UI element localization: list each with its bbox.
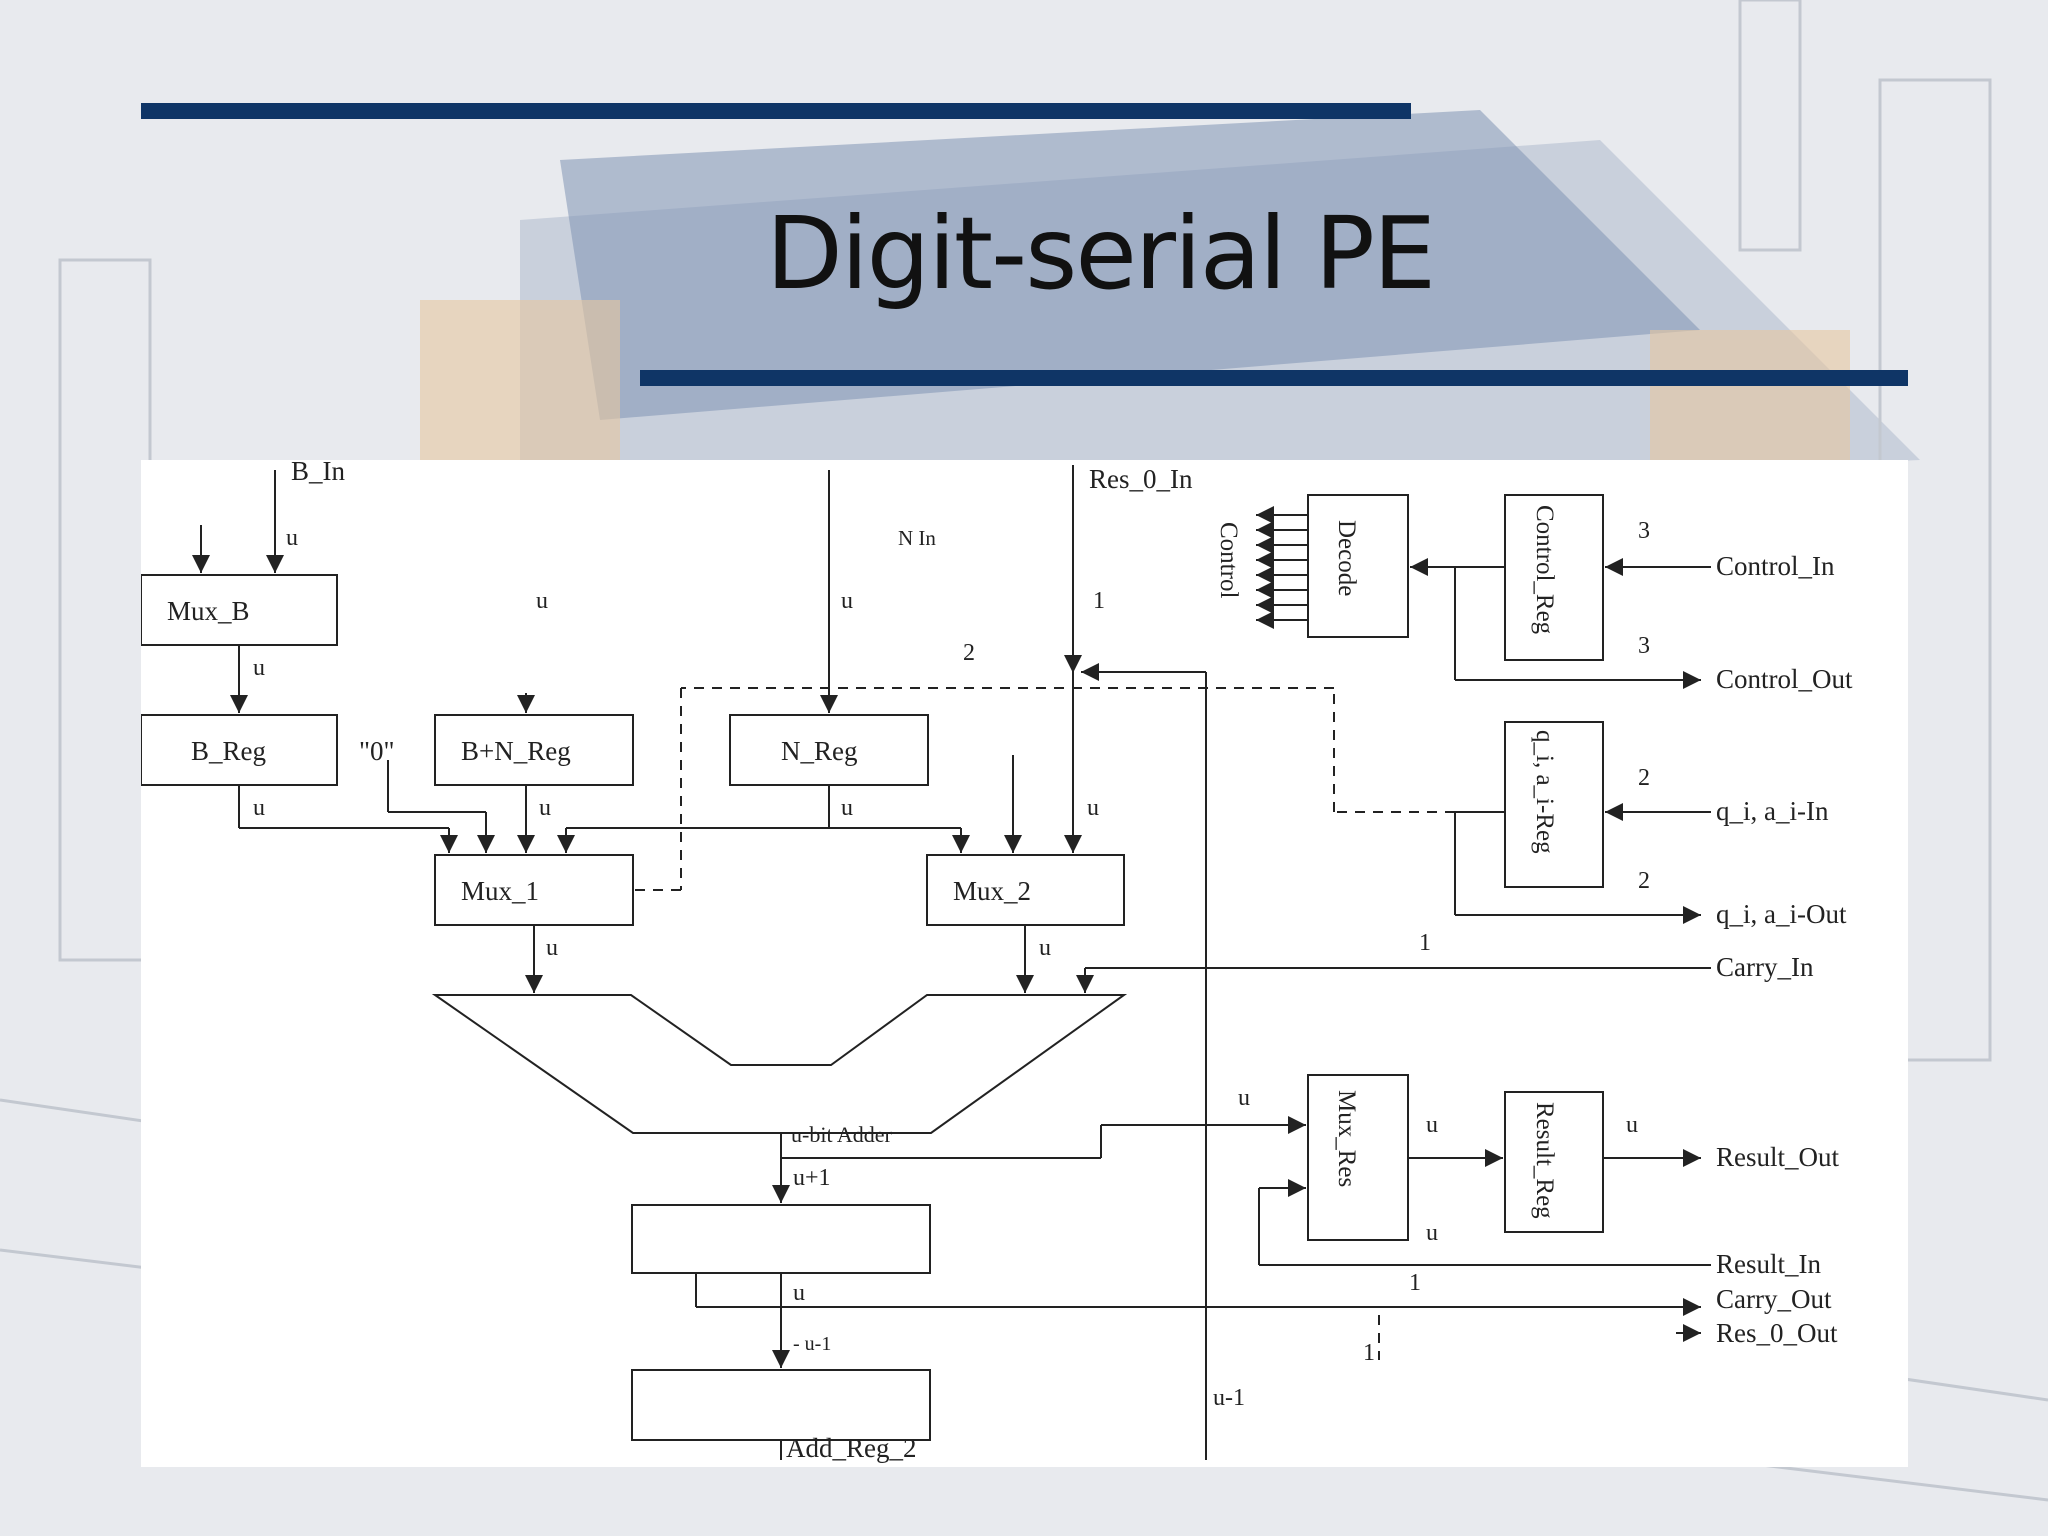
qa-reg-block	[1504, 721, 1604, 888]
width-one: 1	[1363, 1340, 1375, 1366]
b-in-label: B_In	[291, 460, 346, 486]
width-u-minus-1-b: u-1	[1213, 1385, 1245, 1411]
zero-constant-label: "0"	[359, 736, 395, 766]
block-diagram-canvas: Mux_B B_Reg B+N_Reg N_Reg Mux_1 Mux_2 Ad…	[140, 456, 1853, 1463]
control-out-label: Control_Out	[1716, 664, 1853, 694]
adder-shape	[431, 994, 1128, 1134]
top-accent-bar	[141, 103, 1411, 119]
width-u: u	[539, 795, 551, 821]
mux-b-label: Mux_B	[167, 596, 250, 626]
width-three: 3	[1638, 633, 1650, 659]
width-u: u	[841, 588, 853, 614]
add-reg-1-block	[631, 1204, 931, 1274]
width-u: u	[1238, 1085, 1250, 1111]
width-two: 2	[1638, 868, 1650, 894]
width-u: u	[1426, 1112, 1438, 1138]
width-u: u	[536, 588, 548, 614]
width-u: u	[841, 795, 853, 821]
adder-label: u-bit Adder	[791, 1122, 892, 1147]
width-one: 1	[1409, 1270, 1421, 1296]
control-reg-label: Control_Reg	[1531, 505, 1558, 635]
mux-2-label: Mux_2	[953, 876, 1031, 906]
width-u-plus-1: u+1	[793, 1165, 831, 1191]
width-u: u	[253, 655, 265, 681]
n-reg-label: N_Reg	[781, 736, 858, 766]
decode-block	[1307, 494, 1409, 638]
add-reg-2-block	[631, 1369, 931, 1441]
width-one: 1	[1093, 588, 1105, 614]
result-reg-label: Result_Reg	[1531, 1102, 1558, 1219]
result-in-label: Result_In	[1716, 1249, 1821, 1279]
res-0-out-label: Res_0_Out	[1716, 1318, 1838, 1348]
width-u: u	[546, 935, 558, 961]
width-u: u	[253, 795, 265, 821]
width-one: 1	[1419, 930, 1431, 956]
slide-title: Digit-serial PE	[765, 195, 1436, 312]
bottom-accent-bar	[640, 370, 1908, 386]
bn-reg-label: B+N_Reg	[461, 736, 571, 766]
width-u: u	[793, 1280, 805, 1306]
qa-reg-label: q_i, a_i-Reg	[1531, 730, 1558, 854]
bn-reg-block	[434, 714, 634, 786]
width-u: u	[1626, 1112, 1638, 1138]
mux-res-label: Mux_Res	[1333, 1090, 1360, 1187]
width-u: u	[1426, 1220, 1438, 1246]
add-reg-2-label: Add_Reg_2	[786, 1433, 917, 1463]
control-reg-block	[1504, 494, 1604, 661]
result-out-label: Result_Out	[1716, 1142, 1840, 1172]
width-u: u	[1087, 795, 1099, 821]
n-in-label: N In	[898, 526, 936, 550]
carry-in-label: Carry_In	[1716, 952, 1814, 982]
control-label: Control	[1215, 522, 1242, 598]
qa-out-label: q_i, a_i-Out	[1716, 899, 1847, 929]
result-reg-block	[1504, 1091, 1604, 1233]
width-u: u	[286, 525, 298, 551]
width-u-minus-1: - u-1	[793, 1333, 831, 1355]
res-0-in-label: Res_0_In	[1089, 464, 1193, 494]
b-reg-label: B_Reg	[191, 736, 266, 766]
mux-1-label: Mux_1	[461, 876, 539, 906]
width-two: 2	[1638, 765, 1650, 791]
width-two: 2	[963, 640, 975, 666]
digit-serial-pe-diagram: Mux_B B_Reg B+N_Reg N_Reg Mux_1 Mux_2 Ad…	[140, 456, 1908, 1467]
decode-label: Decode	[1333, 520, 1360, 596]
control-in-label: Control_In	[1716, 551, 1835, 581]
carry-out-label: Carry_Out	[1716, 1284, 1832, 1314]
width-three: 3	[1638, 518, 1650, 544]
qa-in-label: q_i, a_i-In	[1716, 796, 1829, 826]
width-u: u	[1039, 935, 1051, 961]
